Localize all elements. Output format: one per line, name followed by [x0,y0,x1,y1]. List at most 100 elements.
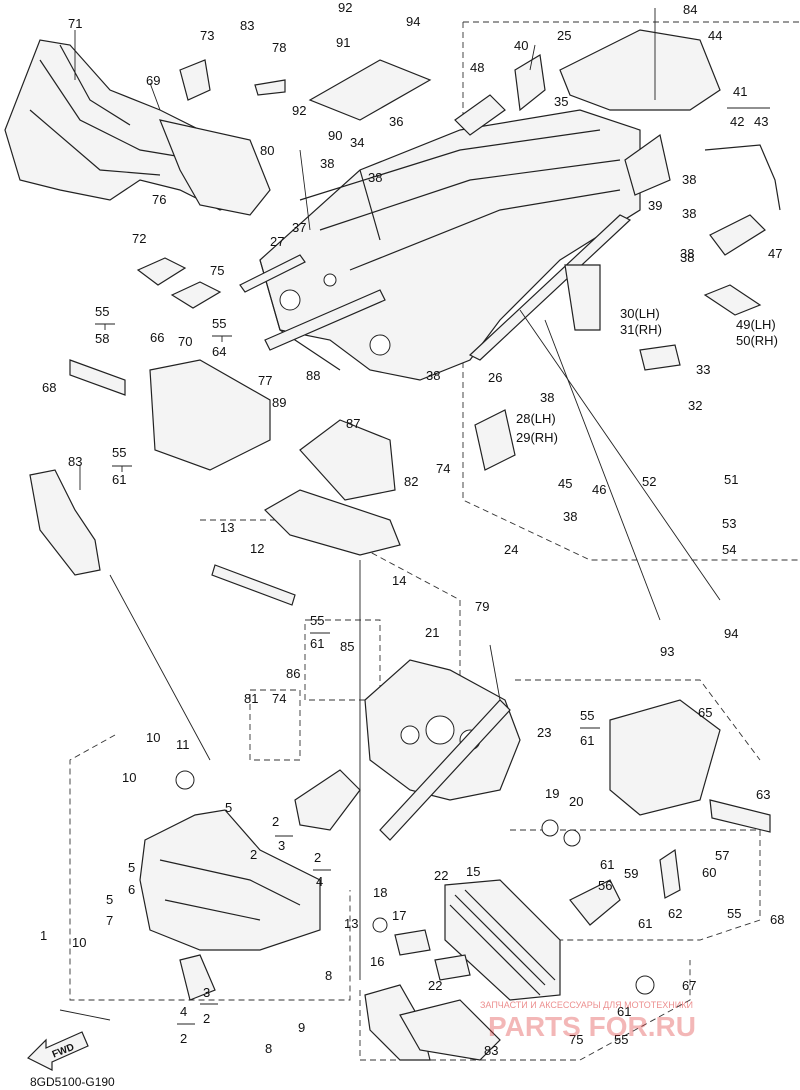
callout-9: 9 [298,1020,305,1035]
callout-10b: 10 [122,770,136,785]
part-67-pulley [635,975,655,995]
callout-2a: 2 [272,814,279,829]
callout-3a: 3 [278,838,285,853]
callout-65: 65 [698,705,712,720]
part-41-handle [704,144,781,211]
callout-78: 78 [272,40,286,55]
callout-67: 67 [682,978,696,993]
callout-38h: 38 [540,390,554,405]
callout-38g: 38 [426,368,440,383]
callout-17: 17 [392,908,406,923]
part-47-pad [709,214,766,256]
part-62-plate [659,848,681,899]
part-tunnel-chassis [259,109,641,381]
callout-88: 88 [306,368,320,383]
callout-86: 86 [286,666,300,681]
callout-11: 11 [176,737,190,752]
callout-25: 25 [557,28,571,43]
callout-24: 24 [504,542,518,557]
part-14-pan [264,489,401,556]
callout-15: 15 [466,864,480,879]
part-28-29-plate [474,409,516,471]
callout-71: 71 [68,16,82,31]
callout-35: 35 [554,94,568,109]
part-40-strut [514,54,546,112]
leader-lines [59,8,721,1021]
callout-37: 37 [292,220,306,235]
callout-61c: 61 [580,733,594,748]
group-outline-75 [359,960,691,1061]
callout-8a: 8 [325,968,332,983]
part-25-rear-plate [559,29,721,111]
callout-33: 33 [696,362,710,377]
callout-94: 94 [406,14,420,29]
callout-7: 7 [106,913,113,928]
callout-92: 92 [338,0,352,15]
callout-5c: 5 [106,892,113,907]
callout-52: 52 [642,474,656,489]
callout-10c: 10 [72,935,86,950]
part-21-bulkhead [364,659,521,801]
callout-16: 16 [370,954,384,969]
callout-92b: 92 [292,103,306,118]
callout-59: 59 [624,866,638,881]
part-72-plate [136,257,187,286]
part-20-ring [563,829,581,847]
callout-2b: 2 [250,847,257,862]
callout-63: 63 [756,787,770,802]
callout-1: 1 [40,928,47,943]
callout-53: 53 [722,516,736,531]
callout-4a: 4 [316,874,323,889]
callout-69: 69 [146,73,160,88]
callout-64: 64 [212,344,226,359]
part-48-pad [454,94,506,136]
diagram-code: 8GD5100-G190 [30,1075,115,1089]
fwd-arrow: FWD [26,1031,89,1071]
part-83-lower-bracket [364,984,431,1061]
callout-85: 85 [340,639,354,654]
callout-14: 14 [392,573,406,588]
callout-89: 89 [272,395,286,410]
part-86-plate [294,769,361,831]
part-16-pipe [434,954,471,981]
callout-72: 72 [132,231,146,246]
part-26-rail [468,214,632,361]
callout-62: 62 [668,906,682,921]
callout-29: 29(RH) [516,430,558,445]
callout-40: 40 [514,38,528,53]
callout-93: 93 [660,644,674,659]
callout-75: 75 [210,263,224,278]
callout-61f: 61 [617,1004,631,1019]
callout-61d: 61 [600,857,614,872]
callout-38b: 38 [368,170,382,185]
callout-73: 73 [200,28,214,43]
callout-55a: 55 [95,304,109,319]
callout-13a: 13 [220,520,234,535]
part-78-clip [254,79,286,96]
callout-87: 87 [346,416,360,431]
callout-83b: 83 [68,454,82,469]
callout-80: 80 [260,143,274,158]
callout-46: 46 [592,482,606,497]
callout-31: 31(RH) [620,322,662,337]
callout-83: 83 [240,18,254,33]
callout-5b: 5 [128,860,135,875]
callout-labels: 71 73 83 78 92 91 94 48 40 25 84 44 69 9… [40,0,784,1058]
group-outline-1 [69,734,351,1001]
callout-49: 49(LH) [736,317,776,332]
callout-57: 57 [715,848,729,863]
callout-18: 18 [373,885,387,900]
callout-81: 81 [244,691,258,706]
part-11-flange [175,770,195,790]
callout-34: 34 [350,135,364,150]
callout-51: 51 [724,472,738,487]
part-30-31-brace [564,264,601,331]
group-outline-24 [462,21,800,561]
callout-41: 41 [733,84,747,99]
callout-83c: 83 [484,1043,498,1058]
part-91-plate [308,59,432,121]
callout-47: 47 [768,246,782,261]
callout-38c: 38 [682,172,696,187]
callout-43: 43 [754,114,768,129]
callout-36: 36 [389,114,403,129]
